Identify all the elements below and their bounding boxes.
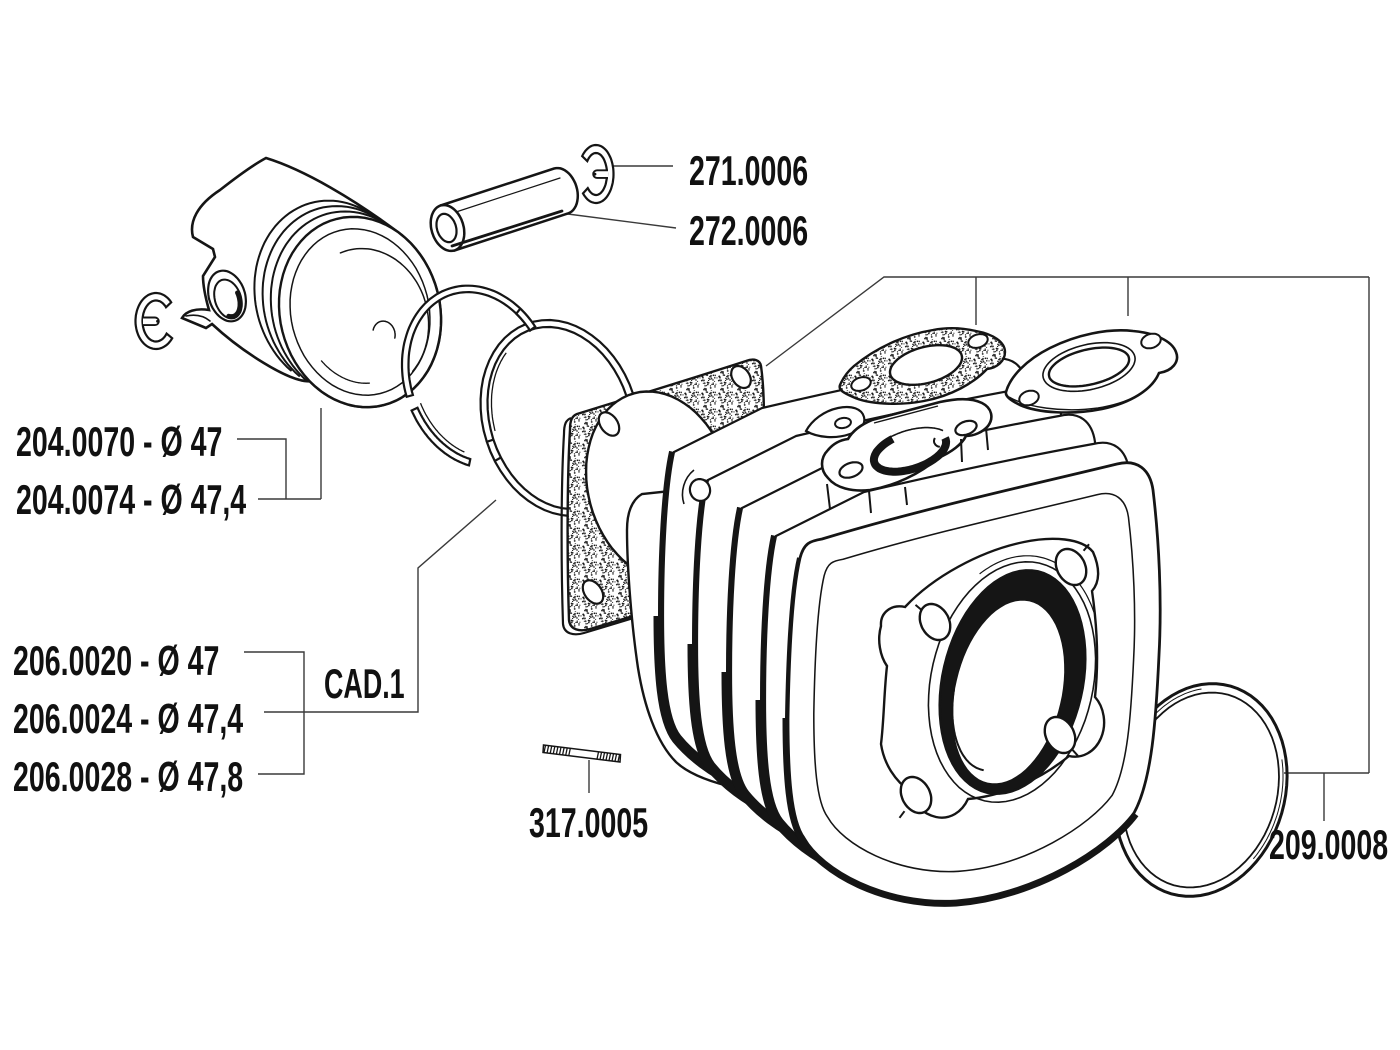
svg-text:206.0024 - Ø 47,4: 206.0024 - Ø 47,4 [13, 694, 243, 742]
svg-text:206.0020 - Ø 47: 206.0020 - Ø 47 [13, 636, 219, 684]
svg-text:204.0074 - Ø 47,4: 204.0074 - Ø 47,4 [16, 475, 246, 523]
svg-text:CAD.1: CAD.1 [324, 661, 405, 707]
svg-text:204.0070 - Ø 47: 204.0070 - Ø 47 [16, 417, 222, 465]
svg-text:206.0028 - Ø 47,8: 206.0028 - Ø 47,8 [13, 752, 243, 800]
svg-text:317.0005: 317.0005 [529, 798, 648, 846]
svg-text:209.0008: 209.0008 [1269, 820, 1388, 868]
svg-text:272.0006: 272.0006 [689, 206, 808, 254]
svg-text:271.0006: 271.0006 [689, 146, 808, 194]
